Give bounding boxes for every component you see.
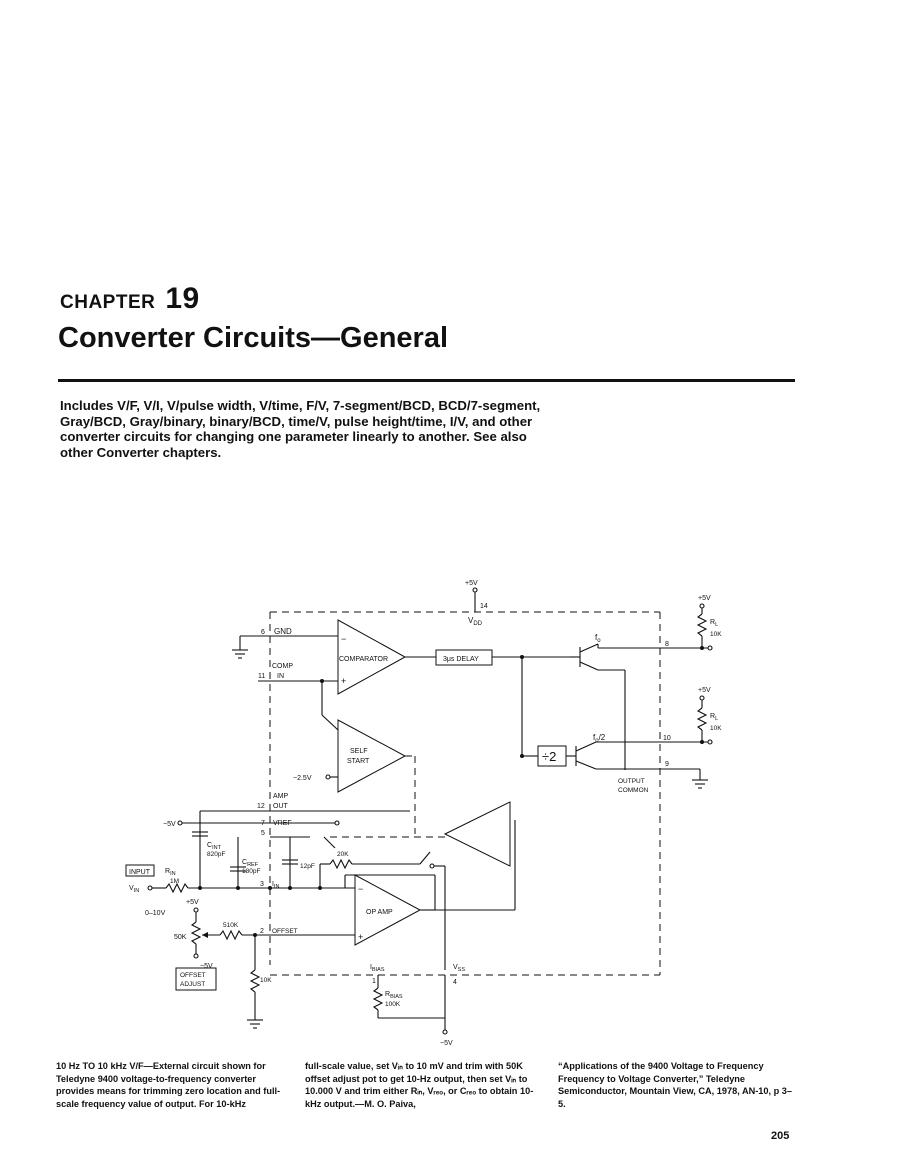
rbias-value: 100K <box>385 1001 401 1008</box>
rl2-supply-label: +5V <box>698 687 711 694</box>
chip-boundary <box>269 611 661 976</box>
offset-adjust-label-2: ADJUST <box>180 981 205 988</box>
input-box <box>125 864 155 877</box>
cin-value: 820pF <box>207 851 225 858</box>
pin12-label: 12 <box>257 803 265 810</box>
comparator-minus: − <box>341 634 346 644</box>
vdd-label: VDD <box>468 616 483 627</box>
pin14-label: 14 <box>480 603 488 610</box>
chapter-intro: Includes V/F, V/I, V/pulse width, V/time… <box>60 398 541 460</box>
neg5-bottom-label: −5V <box>440 1040 453 1047</box>
vin-label: VIN <box>129 885 139 894</box>
pin11-label: 11 <box>258 673 265 680</box>
r510k-resistor <box>219 929 243 941</box>
offset-adjust-box <box>175 967 217 991</box>
neg25-label: −2.5V <box>293 775 312 782</box>
offset-adjust-label-1: OFFSET <box>180 972 206 979</box>
comp-in-label: IN <box>277 673 284 680</box>
offset-label: OFFSET <box>272 928 298 935</box>
pin10-label: 10 <box>663 735 671 742</box>
caption-col-3: “Applications of the 9400 Voltage to Fre… <box>558 1061 792 1109</box>
comparator-symbol <box>337 619 407 695</box>
rbias-label: RBIAS <box>385 991 403 1000</box>
caption-col-2: full-scale value, set Vᵢₙ to 10 mV and t… <box>305 1061 534 1109</box>
fo-label: fo <box>595 633 601 644</box>
opamp-minus: − <box>358 884 363 894</box>
plus5-adj-label: +5V <box>186 899 199 906</box>
delay-label: 3μs DELAY <box>443 656 479 663</box>
vf-converter-schematic: +5V 14 VDD 6 GND COMPARATOR − + COMP 11 … <box>125 580 722 1047</box>
chapter-word: CHAPTER <box>60 292 156 313</box>
rl1-resistor <box>696 613 708 637</box>
comparator-plus: + <box>341 676 346 686</box>
range-label: 0–10V <box>145 910 166 917</box>
rl2-label: RL <box>710 713 718 722</box>
caption-col-1: 10 Hz TO 10 kHz V/F—External circuit sho… <box>56 1060 294 1110</box>
iin-label: IIN <box>272 881 279 890</box>
caption-body: External circuit shown for Teledyne 9400… <box>56 1061 281 1109</box>
op-amp-symbol <box>354 874 422 946</box>
pin9-label: 9 <box>665 761 669 768</box>
rin-value: 1M <box>170 878 179 885</box>
cref-value: 180pF <box>242 868 260 875</box>
chapter-title: Converter Circuits—General <box>58 322 449 354</box>
chapter-number: 19 <box>165 282 200 315</box>
neg5-adj-label: −5V <box>200 963 213 970</box>
r20k-value: 20K <box>337 851 349 858</box>
c12-value: 12pF <box>300 863 315 870</box>
vdd-supply-label: +5V <box>465 580 478 587</box>
self-label: SELF <box>350 748 368 755</box>
r10k-left-resistor <box>249 969 261 993</box>
input-box-label: INPUT <box>129 869 151 876</box>
r510k-value: 510K <box>223 922 239 929</box>
rl1-supply-label: +5V <box>698 595 711 602</box>
rl2-value: 10K <box>710 725 722 732</box>
pin2-label: 2 <box>260 928 264 935</box>
r50k-value: 50K <box>174 934 187 941</box>
rl1-label: RL <box>710 619 718 628</box>
rl1-value: 10K <box>710 631 722 638</box>
pin6-label: 6 <box>261 629 265 636</box>
opamp-label: OP AMP <box>366 909 393 916</box>
opamp-plus: + <box>358 932 363 942</box>
r20k-resistor <box>329 858 353 870</box>
rbias-resistor <box>372 987 384 1011</box>
cin-label: CINT <box>207 842 222 851</box>
out-label: OUT <box>273 803 289 810</box>
r10k-left-value: 10K <box>260 977 272 984</box>
rl2-resistor <box>696 707 708 731</box>
self-start-symbol <box>337 719 407 793</box>
pin5-label: 5 <box>261 830 265 837</box>
pin1-label: 1 <box>372 978 376 985</box>
comparator-label: COMPARATOR <box>339 656 388 663</box>
neg5-left-label: −5V <box>163 821 176 828</box>
pin8-label: 8 <box>665 641 669 648</box>
vref-buffer-symbol <box>443 801 511 867</box>
div2-label: ÷2 <box>542 749 556 764</box>
output-common-label-2: COMMON <box>618 787 649 794</box>
offset-pot <box>190 921 202 945</box>
chapter-label: CHAPTER 19 <box>60 282 200 316</box>
amp-label: AMP <box>273 793 289 800</box>
pin3-label: 3 <box>260 881 264 888</box>
pin4-label: 4 <box>453 979 457 986</box>
fo2-label: fo/2 <box>593 733 606 744</box>
comp-label: COMP <box>272 663 293 670</box>
start-label: START <box>347 758 370 765</box>
gnd-label: GND <box>274 627 292 636</box>
caption-lead: 10 Hz TO 10 kHz V/F— <box>56 1061 153 1071</box>
page-number: 205 <box>771 1130 790 1142</box>
title-rule <box>58 379 795 382</box>
vss-label: VSS <box>453 964 465 973</box>
rin-label: RIN <box>165 868 176 877</box>
cref-label: CREF <box>242 859 259 868</box>
rin-resistor <box>165 882 189 894</box>
output-common-label-1: OUTPUT <box>618 778 645 785</box>
ibias-label: IBIAS <box>370 964 385 973</box>
